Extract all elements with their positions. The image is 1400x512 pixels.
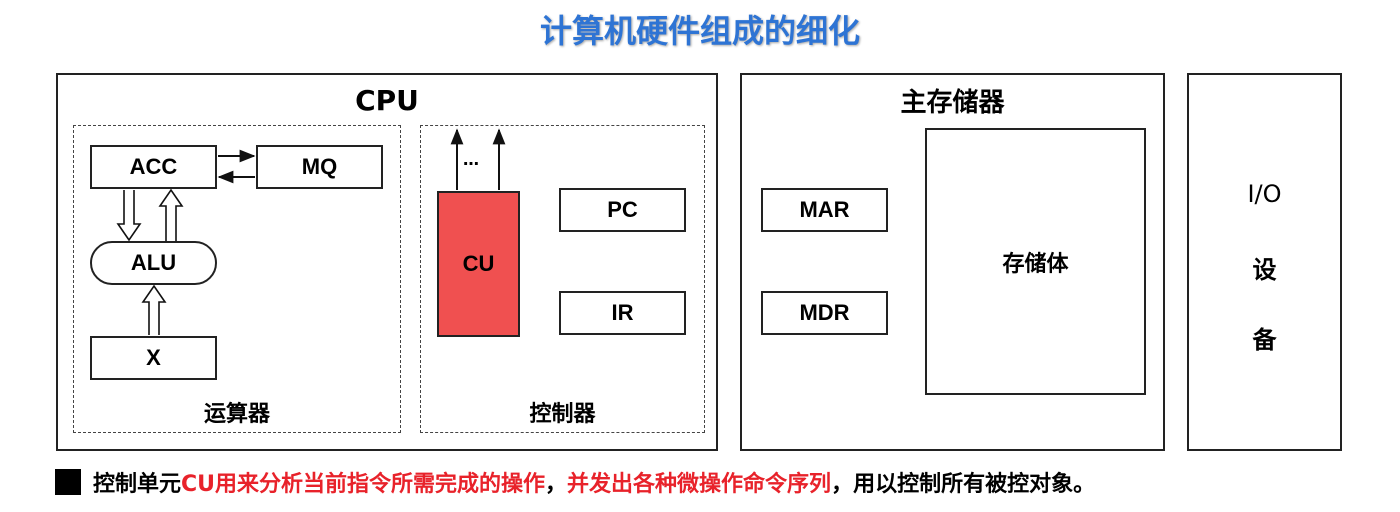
page-title: 计算机硬件组成的细化: [539, 12, 860, 50]
alu-group-label: 运算器: [203, 402, 270, 427]
bullet-square-icon: [55, 469, 81, 495]
io-label-line1: I/O: [1247, 180, 1282, 208]
memory-label: 主存储器: [900, 88, 1005, 118]
io-label-line3: 备: [1252, 326, 1277, 354]
x-register: X: [90, 336, 217, 380]
mar-register: MAR: [761, 188, 888, 232]
note-part-3: ，: [545, 472, 568, 497]
io-panel: [1187, 73, 1342, 451]
control-group-label: 控制器: [529, 402, 596, 427]
alu-unit: ALU: [90, 241, 217, 285]
io-label-line2: 设: [1252, 256, 1277, 284]
acc-to-alu-arrow: [116, 190, 142, 242]
mdr-register: MDR: [761, 291, 888, 335]
alu-to-acc-arrow: [158, 188, 184, 241]
control-group: [420, 125, 705, 433]
alu-group: [73, 125, 401, 433]
acc-register: ACC: [90, 145, 217, 189]
note-part-1: 控制单元: [93, 472, 182, 497]
x-to-alu-arrow: [141, 284, 167, 335]
cpu-label: CPU: [355, 84, 419, 117]
note-part-2: CU用来分析当前指令所需完成的操作: [181, 472, 546, 497]
note-part-5: ，用以控制所有被控对象。: [831, 472, 1096, 497]
note-part-4: 并发出各种微操作命令序列: [567, 472, 832, 497]
ir-register: IR: [559, 291, 686, 335]
cu-unit: CU: [437, 191, 520, 337]
note-line: 控制单元CU用来分析当前指令所需完成的操作，并发出各种微操作命令序列，用以控制所…: [55, 466, 1095, 498]
mq-register: MQ: [256, 145, 383, 189]
pc-register: PC: [559, 188, 686, 232]
storage-body: 存储体: [925, 128, 1146, 395]
cu-output-ellipsis: …: [463, 150, 479, 169]
